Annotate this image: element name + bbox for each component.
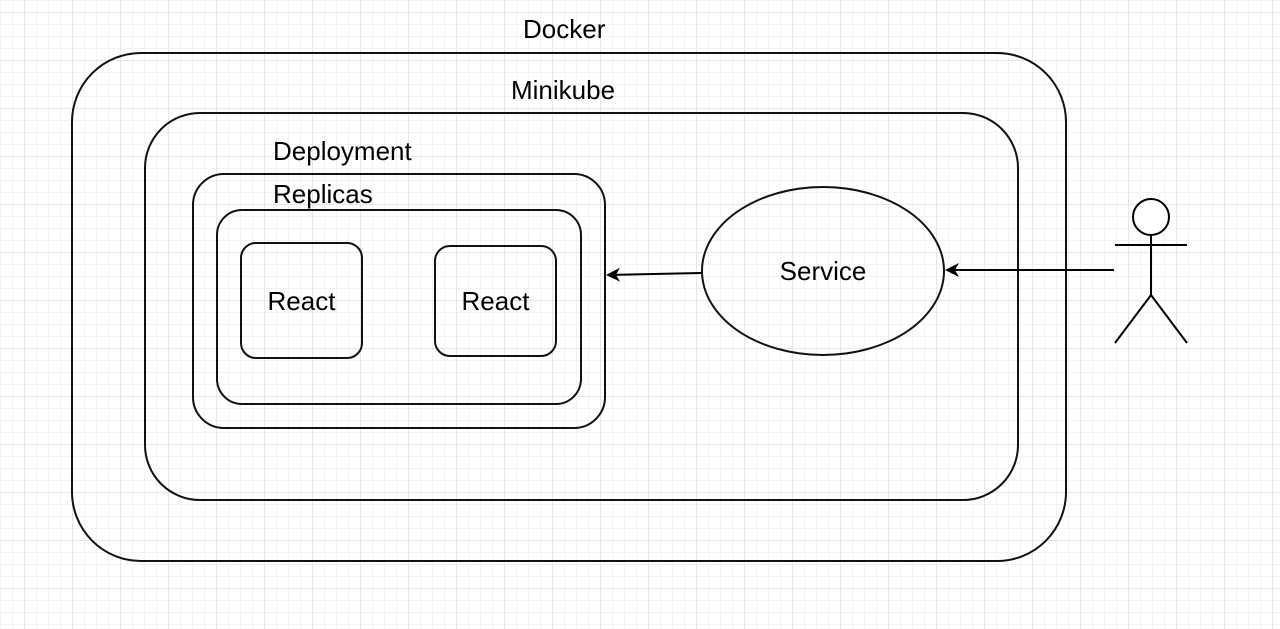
minikube-container (144, 112, 1019, 501)
service-label: Service (779, 256, 867, 286)
docker-container (71, 52, 1067, 562)
service-node (701, 186, 945, 356)
react-pod-2-label: React (461, 286, 530, 316)
replicas-container (216, 209, 582, 405)
deployment-container (192, 173, 606, 429)
stick-figure-actor-icon (1114, 198, 1188, 344)
deployment-label: Deployment (273, 136, 412, 166)
arrow-service-to-deployment (606, 267, 702, 282)
docker-label: Docker (523, 14, 606, 44)
react-pod-2 (434, 245, 557, 357)
react-pod-1-label: React (267, 285, 336, 316)
react-pod-1 (240, 242, 363, 359)
replicas-label: Replicas (273, 179, 373, 209)
minikube-label: Minikube (511, 75, 616, 105)
